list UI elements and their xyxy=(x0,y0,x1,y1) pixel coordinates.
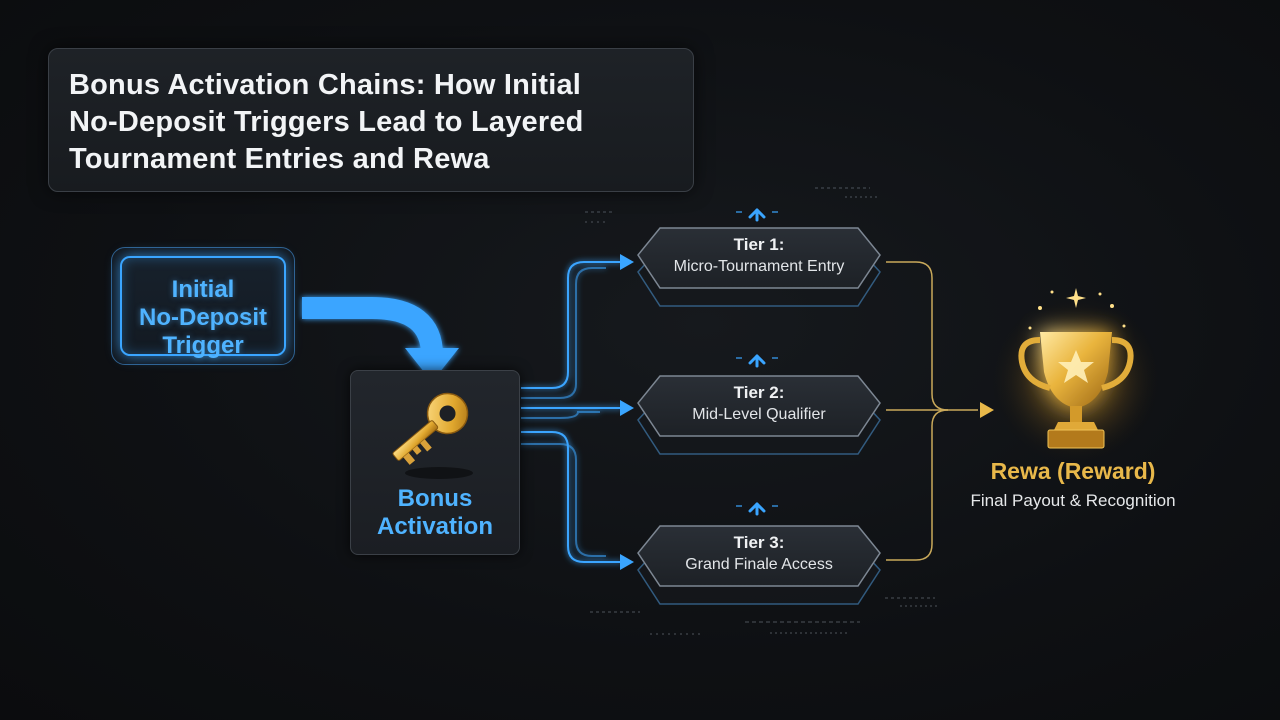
up-chevron-icons xyxy=(748,208,766,516)
tier-2-subtitle: Mid-Level Qualifier xyxy=(692,406,826,423)
tier-1-title: Tier 1: xyxy=(733,235,785,254)
trigger-glow-frame: Initial No-Deposit Trigger xyxy=(120,256,286,359)
activation-connectors xyxy=(521,261,622,563)
tier-3-title: Tier 3: xyxy=(733,533,785,552)
initial-trigger-node: Initial No-Deposit Trigger xyxy=(111,247,295,365)
tier-3-node: Tier 3: Grand Finale Access xyxy=(637,532,881,576)
diagram-title: Bonus Activation Chains: How Initial No-… xyxy=(69,69,584,175)
decorative-dashes xyxy=(585,187,940,635)
reward-title: Rewa (Reward) xyxy=(990,458,1156,484)
tier-1-node: Tier 1: Micro-Tournament Entry xyxy=(637,234,881,278)
bonus-activation-node: Bonus Activation xyxy=(350,370,520,555)
tier-to-reward-connectors xyxy=(886,261,978,561)
tier-1-subtitle: Micro-Tournament Entry xyxy=(673,258,845,275)
trophy-icon xyxy=(988,288,1164,468)
tier-2-shape xyxy=(637,375,881,455)
tier-shapes xyxy=(637,227,881,605)
activation-label: Bonus Activation xyxy=(376,485,493,540)
tier-3-subtitle: Grand Finale Access xyxy=(685,556,833,573)
key-icon xyxy=(392,392,473,479)
trigger-label: Initial No-Deposit Trigger xyxy=(139,276,267,359)
tier-1-shape xyxy=(637,227,881,307)
tier-2-node: Tier 2: Mid-Level Qualifier xyxy=(637,382,881,426)
tier-2-title: Tier 2: xyxy=(733,383,785,402)
title-panel: Bonus Activation Chains: How Initial No-… xyxy=(48,48,694,192)
trigger-to-activation-arrow xyxy=(302,297,459,382)
reward-subtitle: Final Payout & Recognition xyxy=(970,491,1176,510)
connector-arrowheads xyxy=(620,254,634,570)
reward-arrowhead xyxy=(980,402,994,418)
tier-3-shape xyxy=(637,525,881,605)
